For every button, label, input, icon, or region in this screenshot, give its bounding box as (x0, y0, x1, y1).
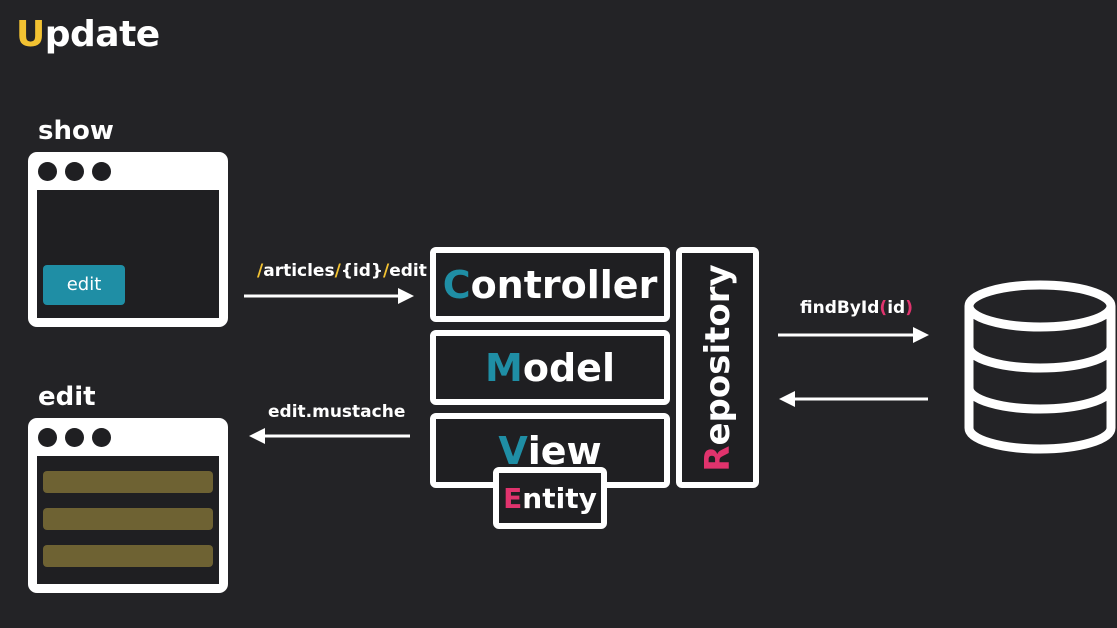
edit-window-screen (37, 456, 219, 584)
entity-rest: ntity (522, 481, 597, 515)
window-dot (92, 162, 111, 181)
request-arrowhead (398, 288, 414, 304)
view-initial: V (498, 429, 528, 473)
model-rest: odel (522, 345, 615, 390)
form-field (43, 508, 213, 530)
controller-initial: C (442, 262, 471, 307)
method-name: findById (800, 298, 880, 318)
title-first-letter: U (16, 14, 45, 55)
repository-initial: R (697, 445, 738, 472)
url-segment: edit (389, 261, 427, 281)
window-dot (92, 428, 111, 447)
open-paren: ( (879, 298, 888, 318)
edit-browser-window (28, 418, 228, 593)
url-slash: / (257, 261, 264, 281)
model-initial: M (485, 345, 523, 390)
window-controls (38, 428, 111, 447)
title-rest: pdate (44, 14, 160, 55)
view-rest: iew (527, 429, 602, 473)
method-arg: id (887, 298, 906, 318)
form-field (43, 471, 213, 493)
url-slash: / (334, 261, 341, 281)
repository-rest: epository (697, 263, 738, 446)
url-segment: {id} (340, 261, 384, 281)
query-arrowhead (913, 327, 929, 343)
response-template-label: edit.mustache (268, 402, 406, 422)
controller-rest: ontroller (470, 262, 658, 307)
window-dot (65, 428, 84, 447)
url-segment: articles (263, 261, 335, 281)
entity-initial: E (503, 481, 523, 515)
show-browser-window: edit (28, 152, 228, 327)
database-icon (964, 280, 1116, 454)
slide-title: Update (16, 14, 160, 55)
response-arrowhead (249, 428, 265, 444)
window-dot (65, 162, 84, 181)
form-field (43, 545, 213, 567)
repository-box: Repository (676, 247, 759, 488)
window-dot (38, 162, 57, 181)
url-slash: / (383, 261, 390, 281)
result-arrowhead (779, 391, 795, 407)
close-paren: ) (905, 298, 913, 318)
show-window-label: show (38, 116, 114, 146)
edit-window-label: edit (38, 382, 96, 412)
edit-button[interactable]: edit (43, 265, 125, 305)
window-controls (38, 162, 111, 181)
repository-label: Repository (698, 264, 738, 471)
show-window-screen: edit (37, 190, 219, 318)
find-by-id-label: findById(id) (800, 298, 913, 318)
request-url-label: /articles/{id}/edit (257, 261, 427, 281)
window-dot (38, 428, 57, 447)
